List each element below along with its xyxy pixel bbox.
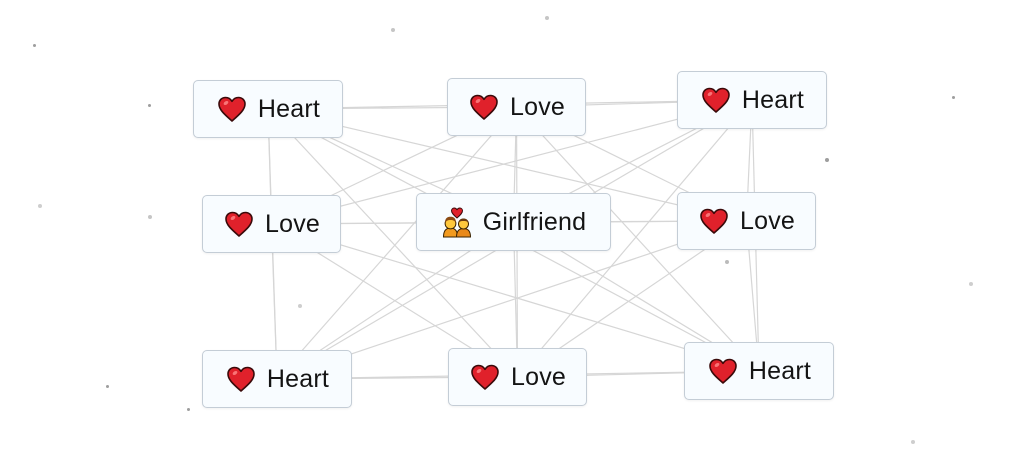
red-heart-icon	[469, 361, 501, 393]
background-speck	[148, 104, 151, 107]
background-speck	[38, 204, 42, 208]
red-heart-icon	[223, 208, 255, 240]
red-heart-icon	[698, 205, 730, 237]
element-label: Love	[264, 209, 320, 238]
element-label: Love	[510, 362, 566, 391]
red-heart-icon	[707, 355, 739, 387]
element-tile-heart[interactable]: Heart	[684, 342, 834, 400]
element-label: Heart	[748, 356, 812, 385]
element-tile-love[interactable]: Love	[677, 192, 816, 250]
background-speck	[187, 408, 190, 411]
background-speck	[969, 282, 973, 286]
element-tile-love[interactable]: Love	[448, 348, 587, 406]
background-speck	[725, 260, 729, 264]
element-label: Heart	[741, 85, 805, 114]
background-speck	[298, 304, 302, 308]
background-speck	[391, 28, 395, 32]
red-heart-icon	[700, 84, 732, 116]
element-label: Love	[739, 206, 795, 235]
red-heart-icon	[216, 93, 248, 125]
element-label: Love	[509, 92, 565, 121]
background-speck	[148, 215, 152, 219]
background-speck	[545, 16, 549, 20]
element-tile-heart[interactable]: Heart	[677, 71, 827, 129]
element-label: Heart	[266, 364, 330, 393]
element-tile-love[interactable]: Love	[447, 78, 586, 136]
element-label: Heart	[257, 94, 321, 123]
element-tile-love[interactable]: Love	[202, 195, 341, 253]
element-label: Girlfriend	[482, 207, 587, 236]
element-tile-girlfriend[interactable]: Girlfriend	[416, 193, 611, 251]
element-tile-heart[interactable]: Heart	[202, 350, 352, 408]
background-speck	[952, 96, 955, 99]
background-speck	[825, 158, 829, 162]
element-tile-heart[interactable]: Heart	[193, 80, 343, 138]
background-speck	[33, 44, 36, 47]
red-heart-icon	[468, 91, 500, 123]
couple-with-heart-icon	[441, 206, 473, 238]
background-speck	[106, 385, 109, 388]
red-heart-icon	[225, 363, 257, 395]
background-speck	[911, 440, 915, 444]
